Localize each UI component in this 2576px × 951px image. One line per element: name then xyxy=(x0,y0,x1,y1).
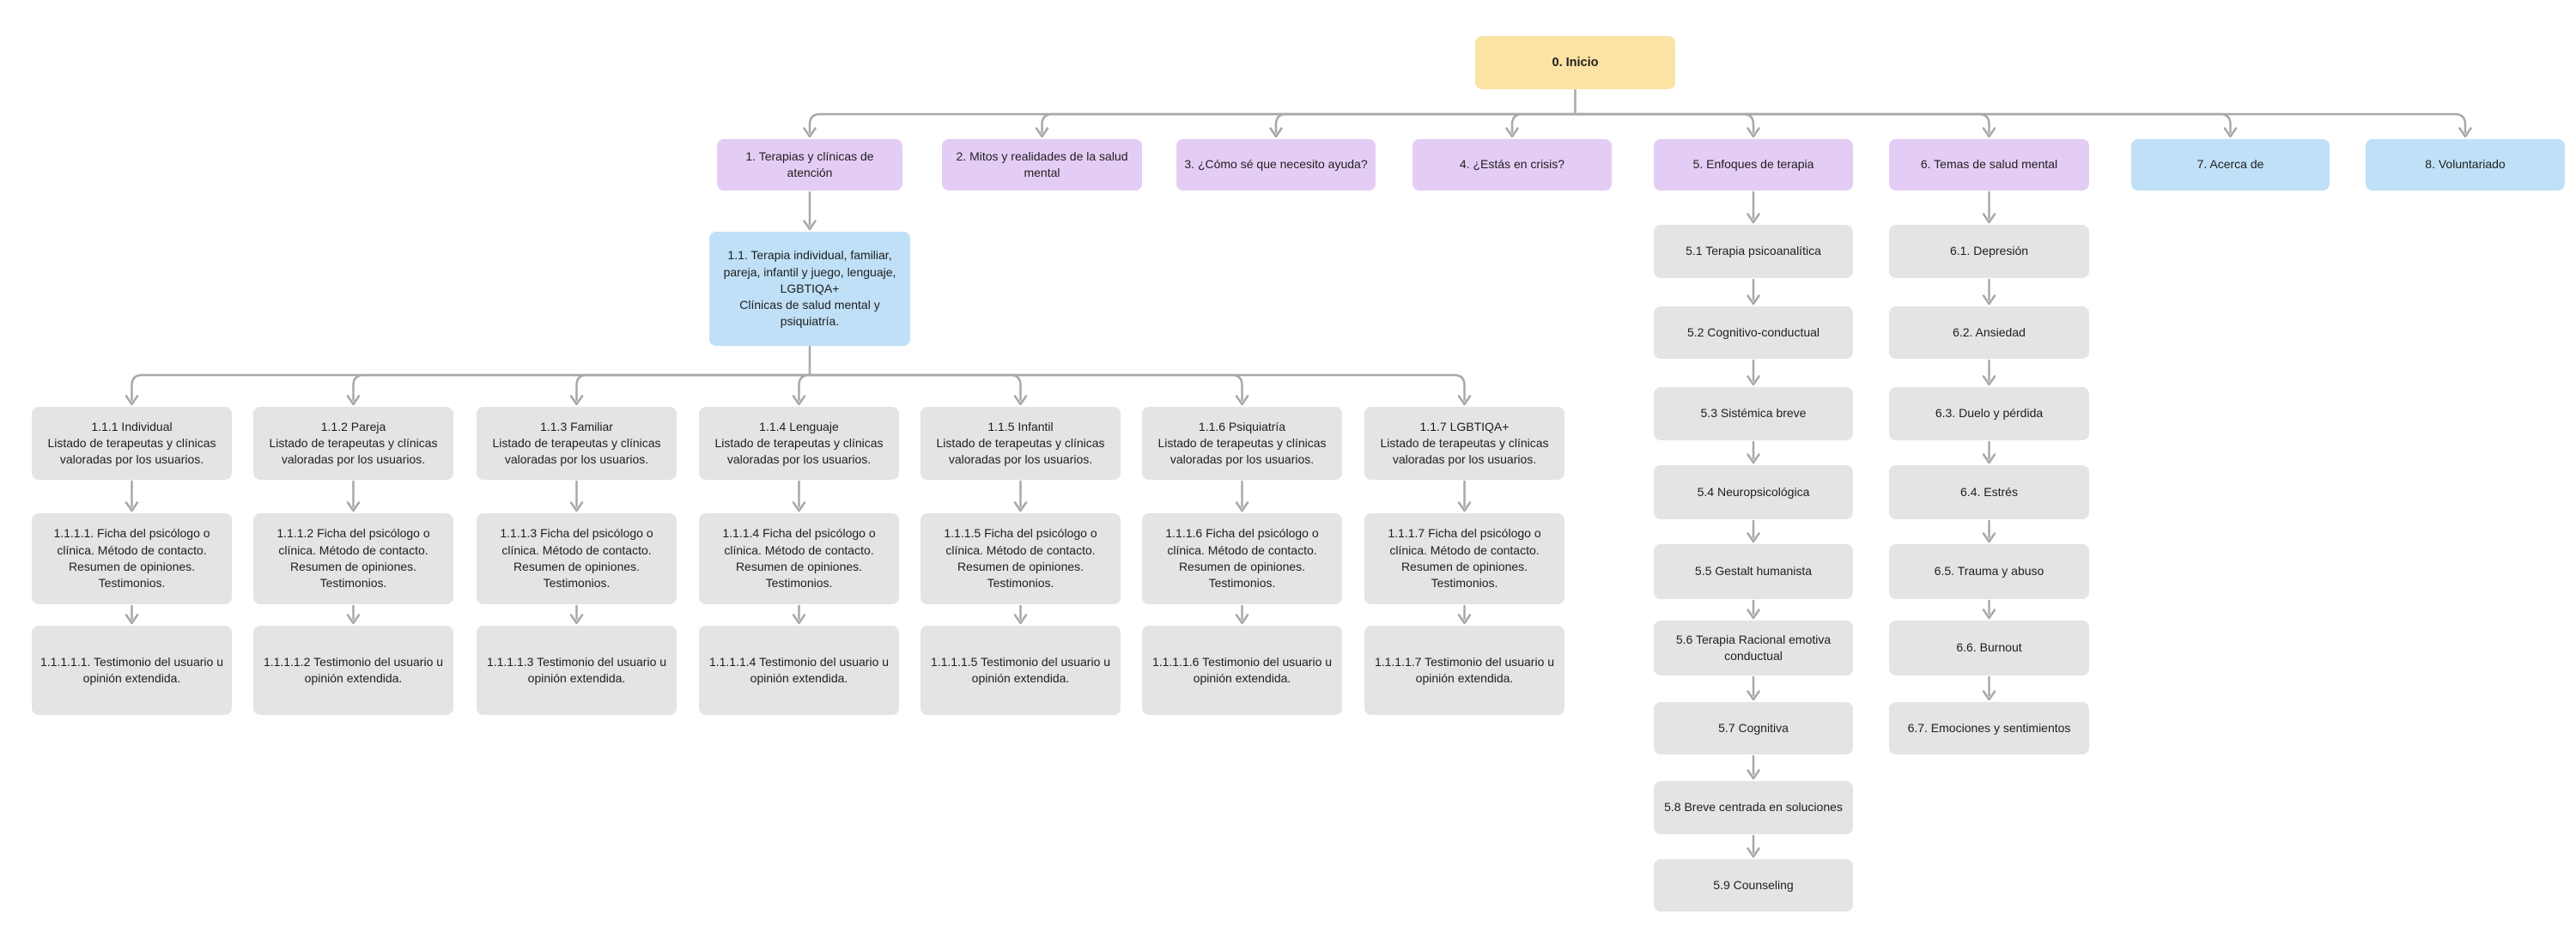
node-label: 5.2 Cognitivo-conductual xyxy=(1686,324,1820,339)
node-1-1-1-1-3[interactable]: 1.1.1.1.3 Testimonio del usuario u opini… xyxy=(477,626,677,715)
node-label: 5.8 Breve centrada en soluciones xyxy=(1664,800,1843,815)
node-1-1-1-1-6[interactable]: 1.1.1.1.6 Testimonio del usuario u opini… xyxy=(1142,626,1342,715)
node-3[interactable]: 3. ¿Cómo sé que necesito ayuda? xyxy=(1176,139,1376,191)
node-4[interactable]: 4. ¿Estás en crisis? xyxy=(1413,139,1612,191)
node-1-1-5[interactable]: 1.1.5 Infantil Listado de terapeutas y c… xyxy=(920,407,1121,480)
node-1-1-1-1-2[interactable]: 1.1.1.1.2 Testimonio del usuario u opini… xyxy=(253,626,453,715)
node-label: 3. ¿Cómo sé que necesito ayuda? xyxy=(1184,157,1368,172)
node-6-2[interactable]: 6.2. Ansiedad xyxy=(1889,306,2089,359)
node-1-1-1-4[interactable]: 1.1.1.4 Ficha del psicólogo o clínica. M… xyxy=(699,513,899,604)
node-label: 6.2. Ansiedad xyxy=(1953,324,2026,339)
node-label: 1.1.1.1.7 Testimonio del usuario u opini… xyxy=(1374,654,1555,685)
node-5-2[interactable]: 5.2 Cognitivo-conductual xyxy=(1654,306,1853,359)
node-5-3[interactable]: 5.3 Sistémica breve xyxy=(1654,387,1853,440)
node-label: 1.1.1.2 Ficha del psicólogo o clínica. M… xyxy=(276,526,430,591)
node-label: 1.1.7 LGBTIQA+ Listado de terapeutas y c… xyxy=(1380,419,1549,467)
node-5-5[interactable]: 5.5 Gestalt humanista xyxy=(1654,544,1853,599)
node-label: 1.1.6 Psiquiatría Listado de terapeutas … xyxy=(1157,419,1327,467)
node-5-1[interactable]: 5.1 Terapia psicoanalítica xyxy=(1654,225,1853,278)
node-label: 6.3. Duelo y pérdida xyxy=(1935,406,2044,421)
node-label: 1.1.4 Lenguaje Listado de terapeutas y c… xyxy=(714,419,884,467)
node-label: 1.1. Terapia individual, familiar, parej… xyxy=(723,248,896,329)
node-1-1-1-5[interactable]: 1.1.1.5 Ficha del psicólogo o clínica. M… xyxy=(920,513,1121,604)
node-label: 1.1.1.1.5 Testimonio del usuario u opini… xyxy=(930,654,1111,685)
node-label: 1.1.1 Individual Listado de terapeutas y… xyxy=(47,419,216,467)
node-5-8[interactable]: 5.8 Breve centrada en soluciones xyxy=(1654,781,1853,834)
node-label: 1.1.1.1.1. Testimonio del usuario u opin… xyxy=(40,654,223,685)
node-1-1-1-2[interactable]: 1.1.1.2 Ficha del psicólogo o clínica. M… xyxy=(253,513,453,604)
node-label: 0. Inicio xyxy=(1552,56,1599,70)
node-label: 6.4. Estrés xyxy=(1960,484,2018,499)
node-label: 5.9 Counseling xyxy=(1713,877,1794,892)
node-label: 6. Temas de salud mental xyxy=(1920,157,2058,172)
node-1-1-1[interactable]: 1.1.1 Individual Listado de terapeutas y… xyxy=(32,407,232,480)
node-5-7[interactable]: 5.7 Cognitiva xyxy=(1654,702,1853,754)
node-6-4[interactable]: 6.4. Estrés xyxy=(1889,465,2089,519)
node-label: 5.1 Terapia psicoanalítica xyxy=(1686,244,1821,258)
node-1-1-1-7[interactable]: 1.1.1.7 Ficha del psicólogo o clínica. M… xyxy=(1364,513,1564,604)
node-5-4[interactable]: 5.4 Neuropsicológica xyxy=(1654,465,1853,519)
node-1-1-1-1-7[interactable]: 1.1.1.1.7 Testimonio del usuario u opini… xyxy=(1364,626,1564,715)
node-label: 1.1.3 Familiar Listado de terapeutas y c… xyxy=(492,419,661,467)
node-label: 1.1.1.4 Ficha del psicólogo o clínica. M… xyxy=(722,526,876,591)
node-5[interactable]: 5. Enfoques de terapia xyxy=(1654,139,1853,191)
node-label: 5.5 Gestalt humanista xyxy=(1694,564,1813,578)
node-label: 5.7 Cognitiva xyxy=(1718,720,1789,735)
node-label: 5.6 Terapia Racional emotiva conductual xyxy=(1675,632,1832,663)
node-1-1-2[interactable]: 1.1.2 Pareja Listado de terapeutas y clí… xyxy=(253,407,453,480)
node-2[interactable]: 2. Mitos y realidades de la salud mental xyxy=(942,139,1142,191)
node-label: 7. Acerca de xyxy=(2196,157,2264,172)
node-7[interactable]: 7. Acerca de xyxy=(2131,139,2330,191)
node-label: 5. Enfoques de terapia xyxy=(1692,157,1814,172)
node-label: 4. ¿Estás en crisis? xyxy=(1459,157,1565,172)
node-6[interactable]: 6. Temas de salud mental xyxy=(1889,139,2089,191)
node-1-1-7[interactable]: 1.1.7 LGBTIQA+ Listado de terapeutas y c… xyxy=(1364,407,1564,480)
node-1-1-4[interactable]: 1.1.4 Lenguaje Listado de terapeutas y c… xyxy=(699,407,899,480)
node-label: 2. Mitos y realidades de la salud mental xyxy=(956,148,1128,179)
node-1-1-1-1-5[interactable]: 1.1.1.1.5 Testimonio del usuario u opini… xyxy=(920,626,1121,715)
node-6-3[interactable]: 6.3. Duelo y pérdida xyxy=(1889,387,2089,440)
node-label: 6.5. Trauma y abuso xyxy=(1934,564,2044,578)
node-label: 1.1.1.3 Ficha del psicólogo o clínica. M… xyxy=(500,526,653,591)
node-1-1-1-6[interactable]: 1.1.1.6 Ficha del psicólogo o clínica. M… xyxy=(1142,513,1342,604)
node-1-1-1-1-4[interactable]: 1.1.1.1.4 Testimonio del usuario u opini… xyxy=(699,626,899,715)
node-label: 6.1. Depresión xyxy=(1949,244,2029,258)
node-label: 1.1.1.1.2 Testimonio del usuario u opini… xyxy=(263,654,444,685)
node-5-9[interactable]: 5.9 Counseling xyxy=(1654,859,1853,912)
node-label: 6.6. Burnout xyxy=(1956,640,2022,655)
node-6-1[interactable]: 6.1. Depresión xyxy=(1889,225,2089,278)
node-label: 1.1.1.1.3 Testimonio del usuario u opini… xyxy=(486,654,667,685)
node-label: 1.1.1.1.6 Testimonio del usuario u opini… xyxy=(1151,654,1333,685)
node-label: 5.4 Neuropsicológica xyxy=(1697,484,1810,499)
node-1-1[interactable]: 1.1. Terapia individual, familiar, parej… xyxy=(709,232,910,346)
node-label: 1.1.1.1. Ficha del psicólogo o clínica. … xyxy=(53,526,210,591)
node-label: 1.1.1.6 Ficha del psicólogo o clínica. M… xyxy=(1165,526,1319,591)
node-6-7[interactable]: 6.7. Emociones y sentimientos xyxy=(1889,702,2089,754)
node-label: 8. Voluntariado xyxy=(2425,157,2506,172)
node-5-6[interactable]: 5.6 Terapia Racional emotiva conductual xyxy=(1654,621,1853,675)
node-label: 1.1.1.1.4 Testimonio del usuario u opini… xyxy=(708,654,890,685)
node-8[interactable]: 8. Voluntariado xyxy=(2366,139,2565,191)
node-label: 1.1.1.5 Ficha del psicólogo o clínica. M… xyxy=(944,526,1097,591)
node-1-1-1-1-1[interactable]: 1.1.1.1.1. Testimonio del usuario u opin… xyxy=(32,626,232,715)
node-6-5[interactable]: 6.5. Trauma y abuso xyxy=(1889,544,2089,599)
node-label: 1.1.2 Pareja Listado de terapeutas y clí… xyxy=(269,419,438,467)
node-1-1-6[interactable]: 1.1.6 Psiquiatría Listado de terapeutas … xyxy=(1142,407,1342,480)
node-1-1-1-1[interactable]: 1.1.1.1. Ficha del psicólogo o clínica. … xyxy=(32,513,232,604)
node-label: 6.7. Emociones y sentimientos xyxy=(1907,720,2071,735)
node-1-1-3[interactable]: 1.1.3 Familiar Listado de terapeutas y c… xyxy=(477,407,677,480)
node-1-1-1-3[interactable]: 1.1.1.3 Ficha del psicólogo o clínica. M… xyxy=(477,513,677,604)
node-label: 1.1.1.7 Ficha del psicólogo o clínica. M… xyxy=(1388,526,1541,591)
node-label: 1.1.5 Infantil Listado de terapeutas y c… xyxy=(936,419,1105,467)
node-0[interactable]: 0. Inicio xyxy=(1475,36,1675,89)
node-label: 1. Terapias y clínicas de atención xyxy=(745,148,874,179)
node-1[interactable]: 1. Terapias y clínicas de atención xyxy=(717,139,902,191)
node-label: 5.3 Sistémica breve xyxy=(1700,406,1807,421)
node-6-6[interactable]: 6.6. Burnout xyxy=(1889,621,2089,675)
